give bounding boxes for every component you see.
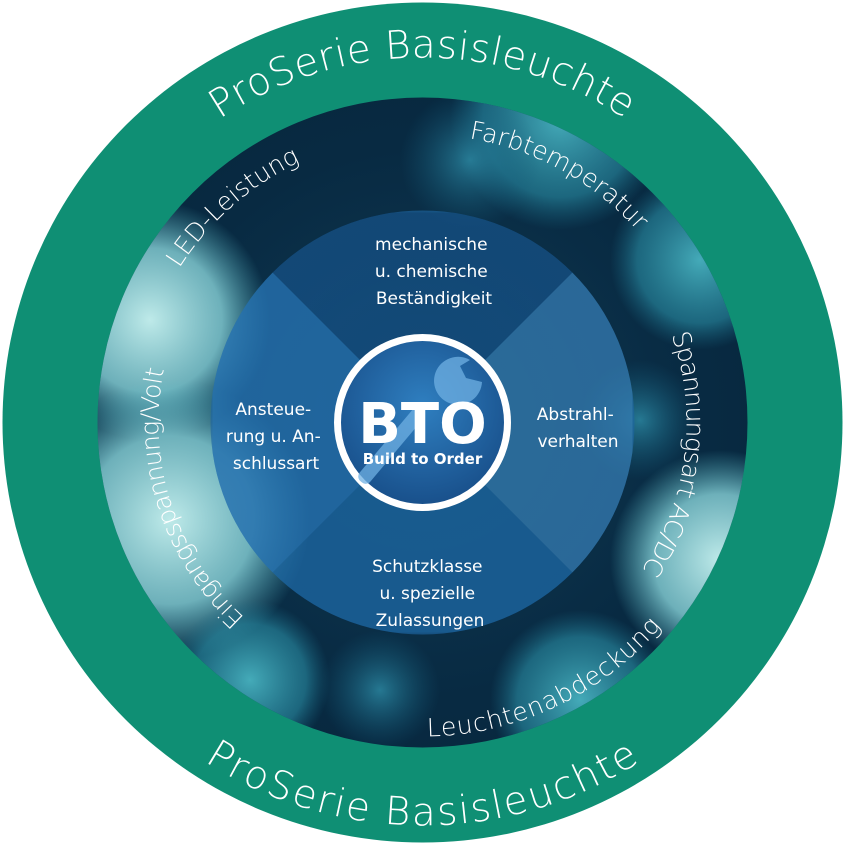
segment-bottom-label: Schutzklasse u. spezielle Zulassungen	[372, 557, 488, 631]
segment-left-label: Ansteue- rung u. An- schlussart	[226, 400, 326, 474]
segment-right-line-1: Abstrahl-	[537, 405, 614, 425]
segment-right-line-2: verhalten	[537, 432, 618, 452]
segment-bottom-line-3: Zulassungen	[376, 611, 485, 631]
segment-top-line-3: Beständigkeit	[376, 289, 493, 309]
wrench-icon	[358, 356, 482, 484]
segment-right	[422, 212, 633, 633]
segment-top-label: mechanische u. chemische Beständigkeit	[375, 235, 493, 309]
segment-bottom-line-1: Schutzklasse	[372, 557, 482, 577]
segment-top-line-1: mechanische	[375, 235, 488, 255]
bto-logo-text: BTO	[358, 392, 487, 457]
segment-top	[212, 212, 633, 423]
segment-bottom-line-2: u. spezielle	[379, 584, 475, 604]
segment-left-line-3: schlussart	[233, 454, 320, 474]
segment-top-line-2: u. chemische	[375, 262, 488, 282]
segment-left-line-1: Ansteue-	[235, 400, 311, 420]
segment-left-line-2: rung u. An-	[226, 427, 321, 447]
segment-bottom	[212, 422, 633, 633]
bto-subtitle: Build to Order	[363, 450, 483, 468]
segment-right-label: Abstrahl- verhalten	[537, 405, 619, 452]
segment-left	[212, 212, 423, 633]
